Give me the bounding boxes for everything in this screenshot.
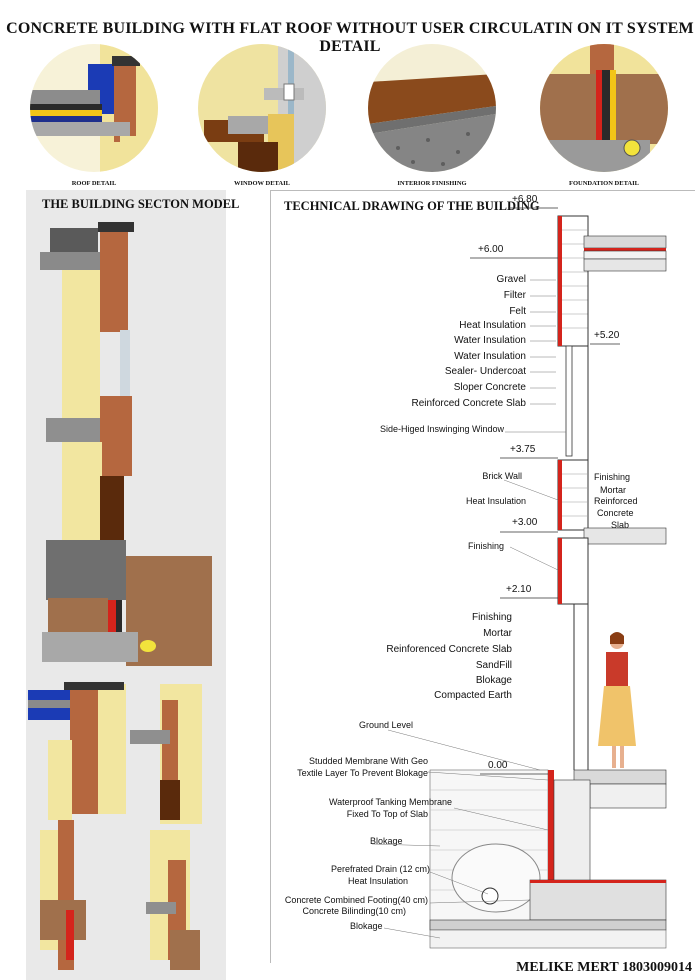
blokage-label-2: Blokage bbox=[350, 921, 383, 931]
level-6-80: +6.80 bbox=[512, 194, 538, 205]
window-label: Side-Higed Inswinging Window bbox=[379, 424, 504, 434]
roof-layer-water-insulation-1: Water Insulation bbox=[454, 335, 526, 346]
page-title: CONCRETE BUILDING WITH FLAT ROOF WITHOUT… bbox=[6, 20, 694, 55]
slab-label-mortar: Mortar bbox=[600, 485, 627, 495]
perforated-drain-label: Perefrated Drain (12 cm) bbox=[330, 864, 430, 874]
level-3-75: +3.75 bbox=[510, 444, 536, 455]
wall-label-finishing: Finishing bbox=[467, 541, 504, 551]
foundation-heat-insulation-label: Heat Insulation bbox=[347, 876, 408, 886]
combined-footing-label: Concrete Combined Footing(40 cm) bbox=[284, 895, 428, 905]
studded-membrane-label-2: Textile Layer To Prevent Blokage bbox=[297, 768, 428, 778]
wall-label-brick: Brick Wall bbox=[482, 471, 522, 481]
tanking-membrane-label-1: Waterproof Tanking Membrane bbox=[328, 797, 452, 807]
level-6-00: +6.00 bbox=[478, 244, 504, 255]
section-model-heading: THE BUILDING SECTON MODEL bbox=[42, 197, 240, 211]
floor-layer-compacted-earth: Compacted Earth bbox=[434, 690, 512, 701]
interior-finishing-caption: INTERIOR FINISHING bbox=[397, 180, 467, 187]
roof-detail-image bbox=[30, 44, 158, 172]
studded-membrane-label-1: Studded Membrane With Geo bbox=[308, 756, 428, 766]
slab-label-slab: Slab bbox=[611, 520, 630, 530]
roof-detail-caption: ROOF DETAIL bbox=[71, 180, 117, 187]
roof-layer-sealer: Sealer- Undercoat bbox=[444, 366, 526, 377]
level-3-00: +3.00 bbox=[512, 517, 538, 528]
interior-finishing-image bbox=[368, 44, 496, 172]
roof-layer-gravel: Gravel bbox=[496, 274, 526, 285]
floor-layer-reinforced-slab: Reinforenced Concrete Slab bbox=[386, 644, 512, 655]
roof-layer-reinforced-slab: Reinforced Concrete Slab bbox=[411, 398, 526, 409]
roof-layer-water-insulation-2: Water Insulation bbox=[454, 351, 526, 362]
tanking-membrane-label-2: Fixed To Top of Slab bbox=[346, 809, 428, 819]
blokage-label-1: Blokage bbox=[370, 836, 403, 846]
technical-drawing-frame bbox=[270, 190, 695, 963]
roof-layer-filter: Filter bbox=[503, 290, 526, 301]
floor-layer-blokage: Blokage bbox=[475, 675, 512, 686]
level-0-00: 0.00 bbox=[488, 760, 508, 771]
floor-layer-finishing: Finishing bbox=[471, 612, 512, 623]
wall-label-heat-insulation: Heat Insulation bbox=[465, 496, 526, 506]
foundation-detail-caption: FOUNDATION DETAIL bbox=[568, 180, 639, 187]
window-detail-caption: WINDOW DETAIL bbox=[234, 180, 290, 187]
roof-layer-felt: Felt bbox=[509, 306, 526, 317]
window-detail-image bbox=[198, 44, 326, 172]
slab-label-concrete: Concrete bbox=[597, 508, 634, 518]
person-figure bbox=[598, 632, 636, 768]
technical-heading: TECHNICAL DRAWING OF THE BUILDING bbox=[284, 199, 540, 213]
author-credit: MELIKE MERT 1803009014 bbox=[516, 960, 692, 975]
concrete-blinding-label: Concrete Bilinding(10 cm) bbox=[302, 906, 406, 916]
roof-layer-heat-insulation: Heat Insulation bbox=[459, 320, 526, 331]
level-5-20: +5.20 bbox=[594, 330, 620, 341]
floor-layer-mortar: Mortar bbox=[483, 628, 512, 639]
slab-label-reinforced: Reinforced bbox=[594, 496, 638, 506]
roof-layer-sloper-concrete: Sloper Concrete bbox=[453, 382, 526, 393]
slab-label-finishing: Finishing bbox=[594, 472, 631, 482]
foundation-detail-image bbox=[540, 44, 668, 172]
ground-level-label: Ground Level bbox=[359, 720, 414, 730]
floor-layer-sandfill: SandFill bbox=[475, 660, 512, 671]
level-2-10: +2.10 bbox=[506, 584, 532, 595]
